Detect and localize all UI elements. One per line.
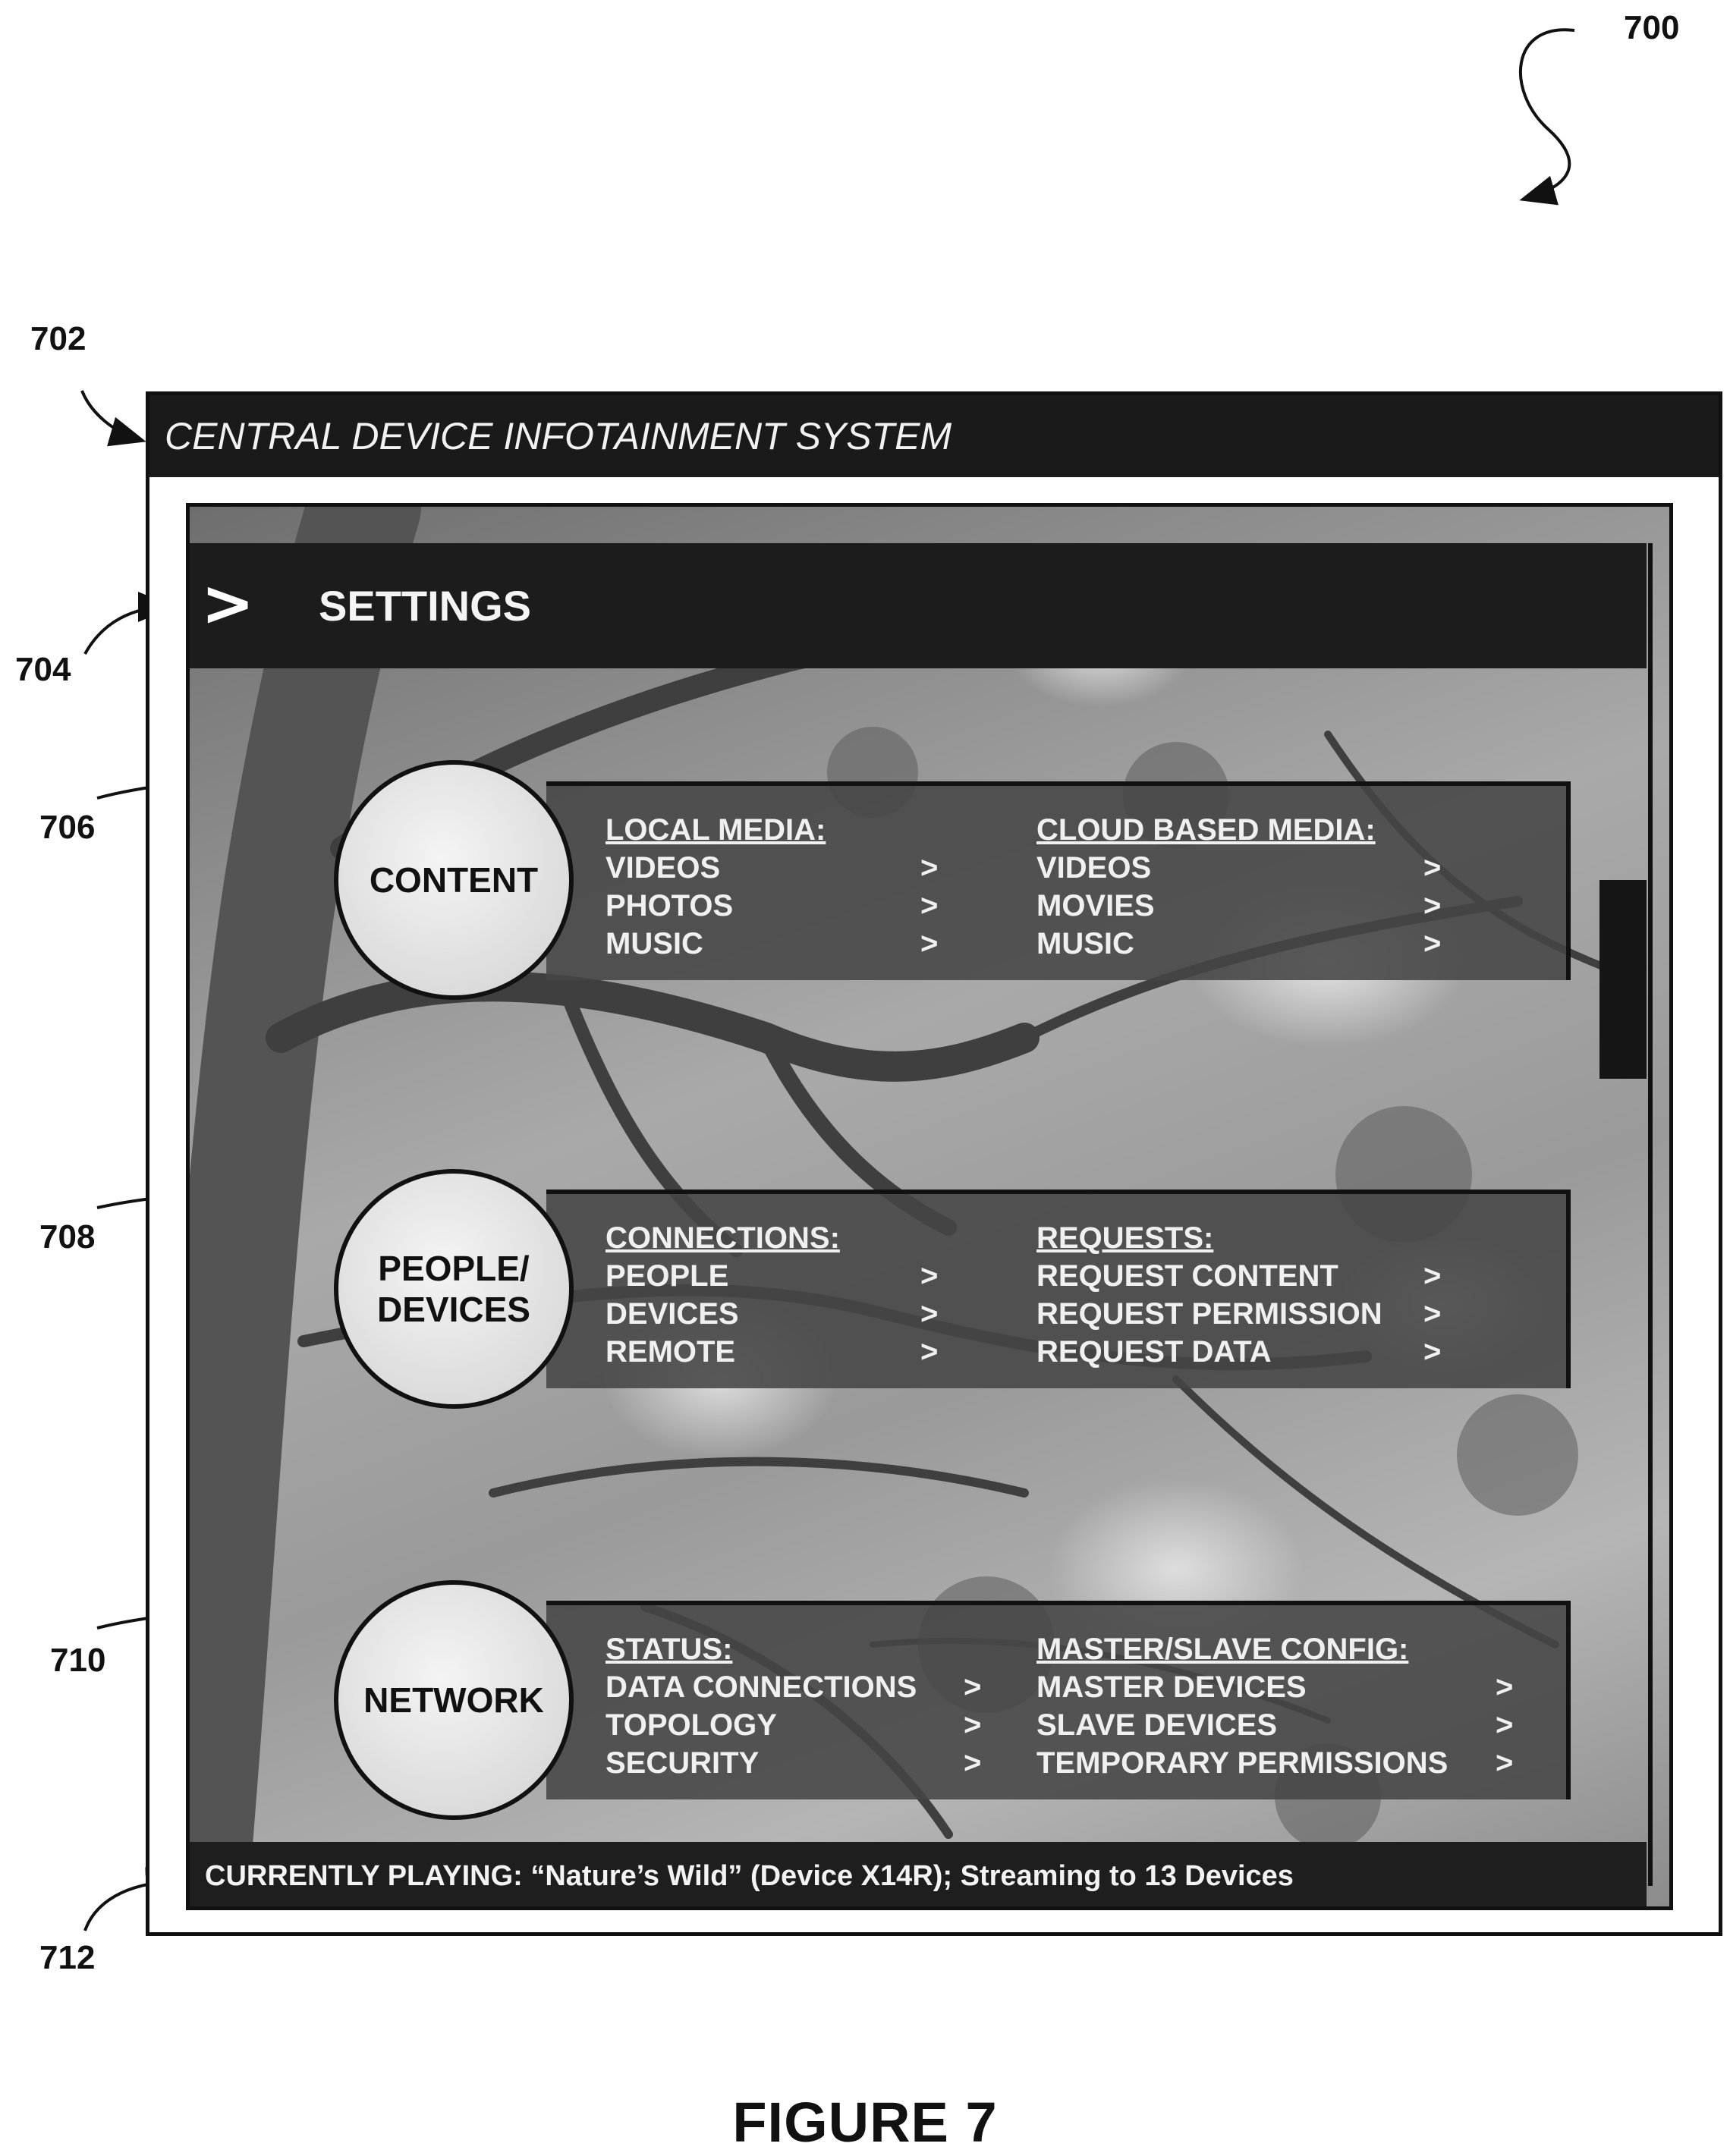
menu-item-slave-devices[interactable]: SLAVE DEVICES> — [1036, 1708, 1552, 1746]
chevron-right-icon: > — [964, 1708, 981, 1743]
menu-item-security[interactable]: SECURITY> — [606, 1746, 1030, 1784]
requests-column: REQUESTS: REQUEST CONTENT> REQUEST PERMI… — [1036, 1221, 1522, 1373]
menu-item-cloud-videos[interactable]: VIDEOS> — [1036, 851, 1522, 889]
menu-item-local-videos[interactable]: VIDEOS> — [606, 851, 1000, 889]
content-circle-label: CONTENT — [370, 860, 538, 900]
menu-item-temporary-permissions[interactable]: TEMPORARY PERMISSIONS> — [1036, 1746, 1552, 1784]
cloud-media-column: CLOUD BASED MEDIA: VIDEOS> MOVIES> MUSIC… — [1036, 813, 1522, 965]
local-media-column: LOCAL MEDIA: VIDEOS> PHOTOS> MUSIC> — [606, 813, 1000, 965]
chevron-right-icon: > — [920, 889, 938, 923]
status-heading: STATUS: — [606, 1633, 1030, 1670]
chevron-right-icon: > — [1496, 1746, 1513, 1780]
scrollbar-thumb[interactable] — [1599, 880, 1647, 1079]
menu-item-people[interactable]: PEOPLE> — [606, 1259, 1000, 1297]
infotainment-window: CENTRAL DEVICE INFOTAINMENT SYSTEM — [146, 391, 1722, 1936]
menu-item-master-devices[interactable]: MASTER DEVICES> — [1036, 1670, 1552, 1708]
connections-heading: CONNECTIONS: — [606, 1221, 1000, 1259]
menu-item-remote[interactable]: REMOTE> — [606, 1335, 1000, 1373]
settings-header[interactable]: > SETTINGS — [190, 543, 1647, 668]
cloud-media-heading: CLOUD BASED MEDIA: — [1036, 813, 1522, 851]
chevron-right-icon: > — [1496, 1670, 1513, 1705]
menu-item-local-photos[interactable]: PHOTOS> — [606, 889, 1000, 927]
master-slave-column: MASTER/SLAVE CONFIG: MASTER DEVICES> SLA… — [1036, 1633, 1552, 1784]
chevron-right-icon: > — [1423, 927, 1441, 961]
menu-item-request-data[interactable]: REQUEST DATA> — [1036, 1335, 1522, 1373]
chevron-right-icon: > — [920, 851, 938, 885]
connections-column: CONNECTIONS: PEOPLE> DEVICES> REMOTE> — [606, 1221, 1000, 1373]
settings-title: SETTINGS — [319, 543, 531, 668]
people-devices-circle-label: PEOPLE/DEVICES — [377, 1248, 530, 1330]
network-panel: STATUS: DATA CONNECTIONS> TOPOLOGY> SECU… — [546, 1601, 1571, 1799]
figure-caption: FIGURE 7 — [0, 2090, 1730, 2154]
menu-item-cloud-movies[interactable]: MOVIES> — [1036, 889, 1522, 927]
status-column: STATUS: DATA CONNECTIONS> TOPOLOGY> SECU… — [606, 1633, 1030, 1784]
chevron-right-icon: > — [1423, 1335, 1441, 1369]
chevron-right-icon: > — [1496, 1708, 1513, 1743]
menu-item-request-permission[interactable]: REQUEST PERMISSION> — [1036, 1297, 1522, 1335]
scrollbar[interactable] — [1648, 543, 1653, 1886]
chevron-right-icon: > — [1423, 1297, 1441, 1331]
chevron-right-icon: > — [920, 927, 938, 961]
network-circle-label: NETWORK — [363, 1680, 544, 1721]
chevron-right-icon: > — [1423, 889, 1441, 923]
chevron-right-icon: > — [920, 1297, 938, 1331]
chevron-right-icon: > — [920, 1335, 938, 1369]
screen: > SETTINGS LOCAL MEDIA: VIDEOS> PHOTOS> … — [186, 503, 1673, 1910]
content-circle-button[interactable]: CONTENT — [334, 760, 574, 1000]
menu-item-topology[interactable]: TOPOLOGY> — [606, 1708, 1030, 1746]
now-playing-bar[interactable]: CURRENTLY PLAYING: “Nature’s Wild” (Devi… — [190, 1842, 1647, 1910]
requests-heading: REQUESTS: — [1036, 1221, 1522, 1259]
chevron-right-icon: > — [964, 1670, 981, 1705]
people-devices-panel: CONNECTIONS: PEOPLE> DEVICES> REMOTE> RE… — [546, 1190, 1571, 1388]
chevron-right-icon: > — [1423, 1259, 1441, 1293]
chevron-right-icon[interactable]: > — [201, 566, 254, 640]
chevron-right-icon: > — [920, 1259, 938, 1293]
local-media-heading: LOCAL MEDIA: — [606, 813, 1000, 851]
chevron-right-icon: > — [964, 1746, 981, 1780]
menu-item-cloud-music[interactable]: MUSIC> — [1036, 927, 1522, 965]
menu-item-local-music[interactable]: MUSIC> — [606, 927, 1000, 965]
content-panel: LOCAL MEDIA: VIDEOS> PHOTOS> MUSIC> CLOU… — [546, 781, 1571, 980]
chevron-right-icon: > — [1423, 851, 1441, 885]
menu-item-request-content[interactable]: REQUEST CONTENT> — [1036, 1259, 1522, 1297]
menu-item-devices[interactable]: DEVICES> — [606, 1297, 1000, 1335]
network-circle-button[interactable]: NETWORK — [334, 1580, 574, 1820]
people-devices-circle-button[interactable]: PEOPLE/DEVICES — [334, 1169, 574, 1409]
menu-item-data-connections[interactable]: DATA CONNECTIONS> — [606, 1670, 1030, 1708]
master-slave-heading: MASTER/SLAVE CONFIG: — [1036, 1633, 1552, 1670]
window-title: CENTRAL DEVICE INFOTAINMENT SYSTEM — [149, 395, 1719, 477]
